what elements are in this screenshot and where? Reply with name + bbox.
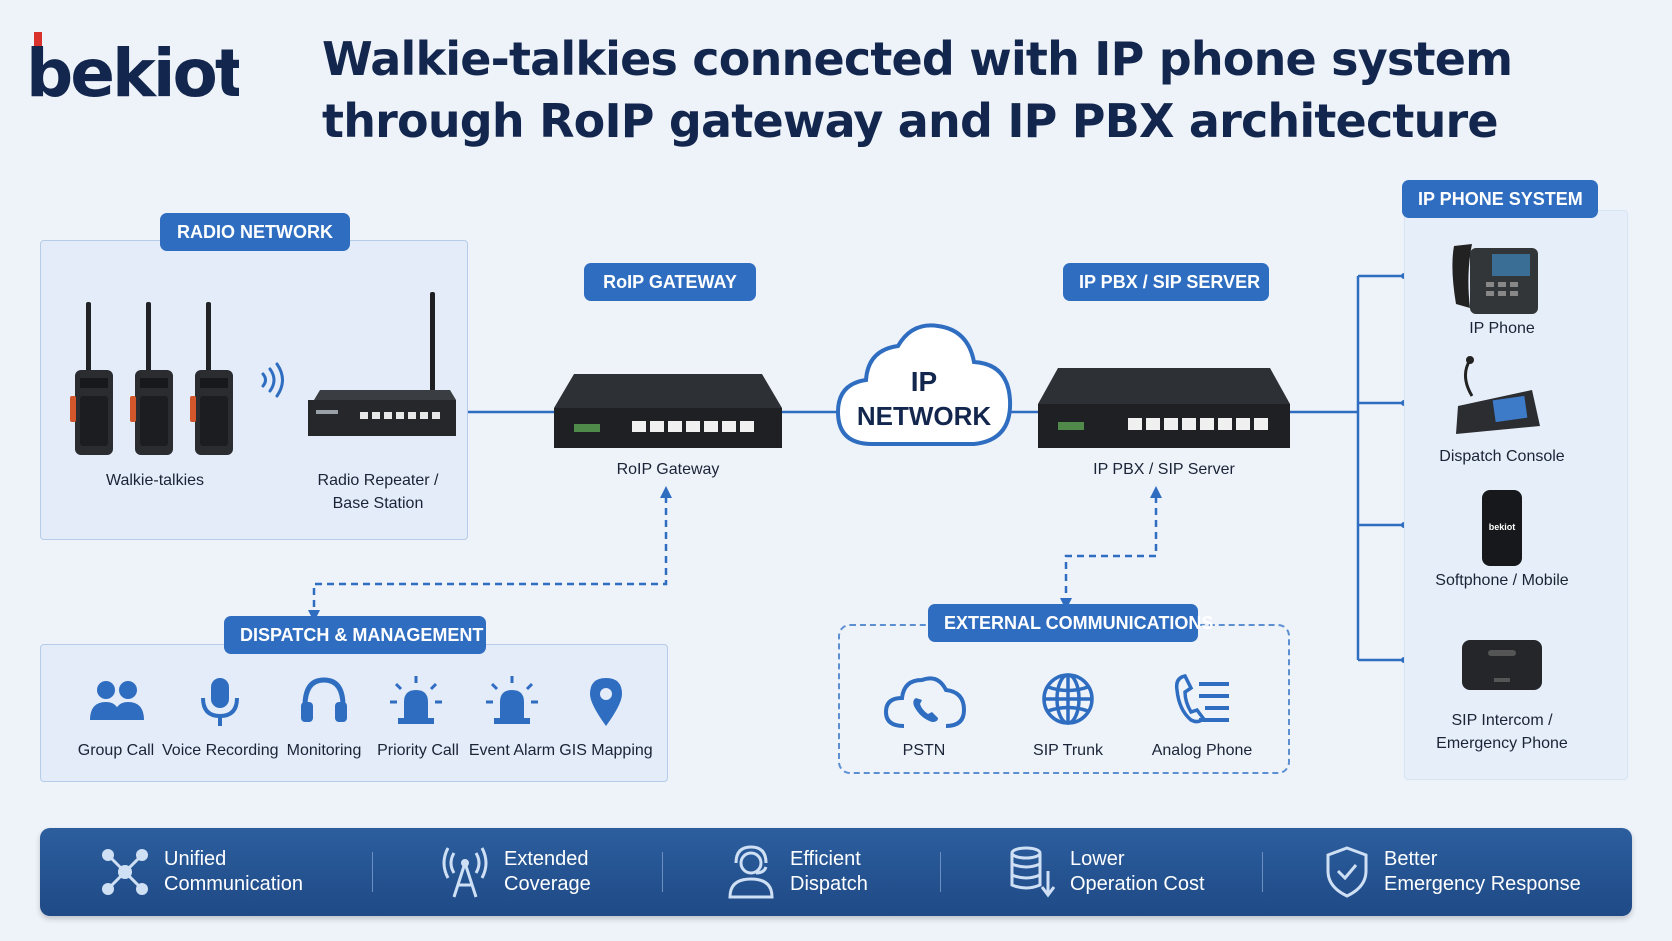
repeater-label-line-2: Base Station [332,495,424,512]
benefit-line-2: Coverage [504,873,591,895]
feature-label: Group Call [77,742,155,759]
radio-repeater-image [308,292,456,436]
radio-network-header: RADIO NETWORK [160,213,350,251]
benefit-line-1: Better [1384,848,1438,870]
feature-label: Event Alarm [468,742,556,759]
analog-phone-icon [1174,674,1229,724]
benefit-divider [1262,852,1263,892]
page-title: Walkie-talkies connected with IP phone s… [322,28,1513,152]
external-label: PSTN [902,742,946,759]
operator-icon [728,845,774,899]
title-line-1: Walkie-talkies connected with IP phone s… [322,32,1513,86]
title-line-2: through RoIP gateway and IP PBX architec… [322,94,1499,148]
ip-pbx-label: IP PBX / SIP Server [1093,461,1235,478]
antenna-tower-icon [442,847,488,898]
headset-icon [301,677,347,722]
feature-monitoring [296,674,352,735]
walkie-talkies-image [70,302,233,455]
dispatch-management-panel [40,644,668,782]
benefit-divider [940,852,941,892]
globe-icon [1042,673,1094,725]
external-communications-header: EXTERNAL COMMUNICATIONS [928,604,1213,642]
dispatch-console-image [1456,356,1540,434]
softphone-label: Softphone / Mobile [1435,572,1569,589]
walkie-talkies-label: Walkie-talkies [105,472,205,489]
roip-gateway-device [554,374,782,448]
feature-label: Monitoring [286,742,362,759]
feature-event-alarm [484,674,540,735]
benefit-line-2: Emergency Response [1384,873,1581,895]
feature-group-call [76,676,156,731]
shield-check-icon [1326,846,1368,898]
external-pstn [880,670,970,735]
external-label: SIP Trunk [1033,742,1103,759]
dispatch-management-header: DISPATCH & MANAGEMENT [224,616,486,654]
feature-priority-call [388,674,444,735]
alarm-icon [486,676,538,724]
map-pin-icon [590,678,622,726]
feature-label: GIS Mapping [559,742,653,759]
bekiot-logo: bekiot [26,32,239,104]
ip-network-cloud-icon [835,323,1013,446]
softphone-brand: bekiot [1488,522,1516,532]
feature-label: Priority Call [377,742,459,759]
benefit-line-1: Efficient [790,848,861,870]
external-label: Analog Phone [1151,742,1253,759]
benefit-line-2: Dispatch [790,873,868,895]
feature-label: Voice Recording [162,742,279,759]
group-call-icon [90,681,144,720]
benefit-line-2: Communication [164,873,303,895]
sip-intercom-image [1462,640,1542,690]
siren-icon [390,676,442,724]
benefit-divider [662,852,663,892]
roip-gateway-header: RoIP GATEWAY [584,263,756,301]
benefit-line-1: Extended [504,848,589,870]
softphone-image: bekiot [1482,490,1522,566]
benefit-line-1: Lower [1070,848,1125,870]
ip-phone-label: IP Phone [1469,320,1535,337]
dispatch-console-label: Dispatch Console [1439,448,1565,465]
cloud-phone-icon [883,676,967,728]
benefit-divider [372,852,373,892]
ip-phone-image [1452,244,1538,314]
roip-gateway-label: RoIP Gateway [616,461,720,478]
feature-gis-mapping [578,674,634,735]
external-sip-trunk [1038,670,1098,733]
cloud-label-line-1: IP [910,366,938,397]
intercom-label-line-1: SIP Intercom / [1451,712,1553,729]
benefit-line-2: Operation Cost [1070,873,1205,895]
repeater-label-line-1: Radio Repeater / [317,472,439,489]
external-analog-phone [1170,670,1234,733]
feature-voice-recording [192,674,248,735]
wireless-signal-icon [261,362,284,398]
cloud-label-line-2: NETWORK [856,401,992,431]
ip-phone-system-header: IP PHONE SYSTEM [1402,180,1598,218]
microphone-icon [201,678,239,726]
ip-pbx-header: IP PBX / SIP SERVER [1063,263,1269,301]
benefit-line-1: Unified [164,848,227,870]
ip-pbx-device [1038,368,1290,448]
network-nodes-icon [102,849,148,895]
coins-down-icon [1010,846,1056,898]
intercom-label-line-2: Emergency Phone [1436,735,1568,752]
logo-text: bekiot [26,35,239,104]
